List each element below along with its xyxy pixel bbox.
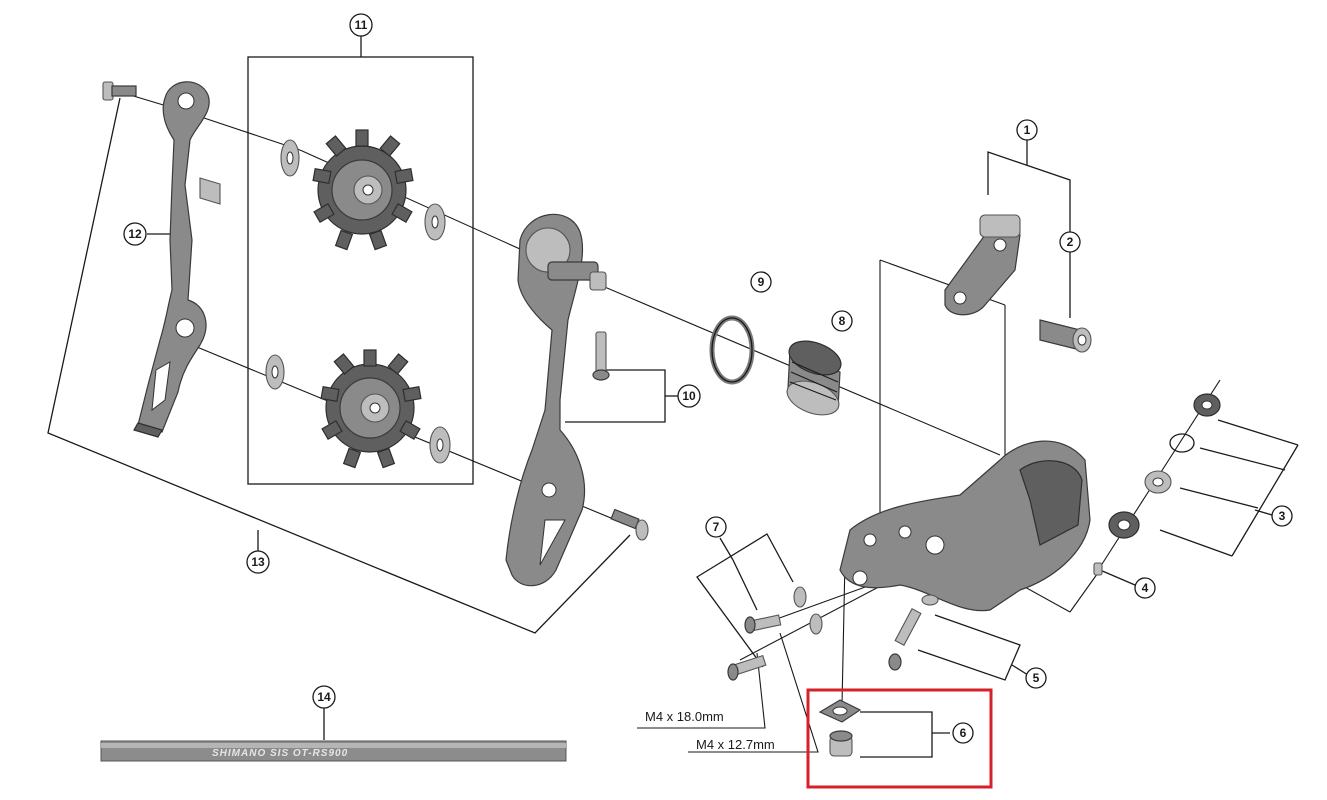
bolt-spec-18mm: M4 x 18.0mm [645,709,724,724]
svg-text:13: 13 [251,555,265,569]
callout-14: 14 [312,685,336,709]
bolt-spec-leaders [637,632,819,753]
inner-cage-plate [505,213,607,587]
callout-6: 6 [952,722,974,744]
tension-spring [786,340,842,416]
callout-8: 8 [831,310,853,332]
bracket-4 [1099,569,1136,586]
bolts-7 [727,586,823,681]
svg-text:10: 10 [682,389,696,403]
highlight-box [806,688,993,789]
svg-text:8: 8 [839,314,846,328]
upper-pulley [312,129,414,251]
svg-text:6: 6 [960,726,967,740]
outer-cage-plate [133,81,221,438]
bracket-10 [565,369,678,423]
parts-6 [818,699,862,757]
callout-2: 2 [1059,231,1081,253]
svg-text:11: 11 [355,18,368,32]
svg-text:12: 12 [128,227,142,241]
callout-5: 5 [1025,667,1047,689]
axis-lines [119,91,1221,706]
lower-washers [265,354,451,464]
bolt-5 [888,608,922,671]
bracket-6 [860,711,950,758]
svg-text:7: 7 [713,520,720,534]
svg-text:5: 5 [1033,671,1040,685]
bracket-axle-unit [944,214,1021,316]
svg-text:9: 9 [758,275,765,289]
lower-pulley [320,349,422,469]
svg-text:1: 1 [1024,123,1031,137]
bracket-11 [247,36,474,485]
cage-bolt-lower [610,508,649,541]
bracket-7 [696,533,794,668]
cable-text: SHIMANO SIS OT-RS900 [212,748,348,759]
shift-cable: SHIMANO SIS OT-RS900 [100,740,567,762]
callout-11: 11 [349,13,373,37]
callout-3: 3 [1271,505,1293,527]
svg-text:2: 2 [1067,235,1074,249]
main-body [839,440,1091,612]
callout-10: 10 [677,384,701,408]
bracket-5 [917,614,1029,681]
bracket-13 [47,97,631,634]
bracket-1 [987,140,1071,318]
callout-9: 9 [750,271,772,293]
bolt-spec-12-7mm: M4 x 12.7mm [696,737,775,752]
bracket-3 [1159,419,1299,557]
tension-bolt [592,331,610,381]
callout-4: 4 [1134,577,1156,599]
callout-12: 12 [123,222,147,246]
svg-text:14: 14 [317,690,331,704]
stopper-ring [709,315,755,385]
cage-bolt-upper [102,81,137,101]
callout-7: 7 [705,516,727,538]
upper-washers [280,139,446,241]
callout-1: 1 [1016,119,1038,141]
svg-text:4: 4 [1142,581,1149,595]
svg-text:3: 3 [1279,509,1286,523]
callout-13: 13 [246,550,270,574]
axle-bolt [1039,319,1092,353]
adjust-washers [1093,393,1221,576]
